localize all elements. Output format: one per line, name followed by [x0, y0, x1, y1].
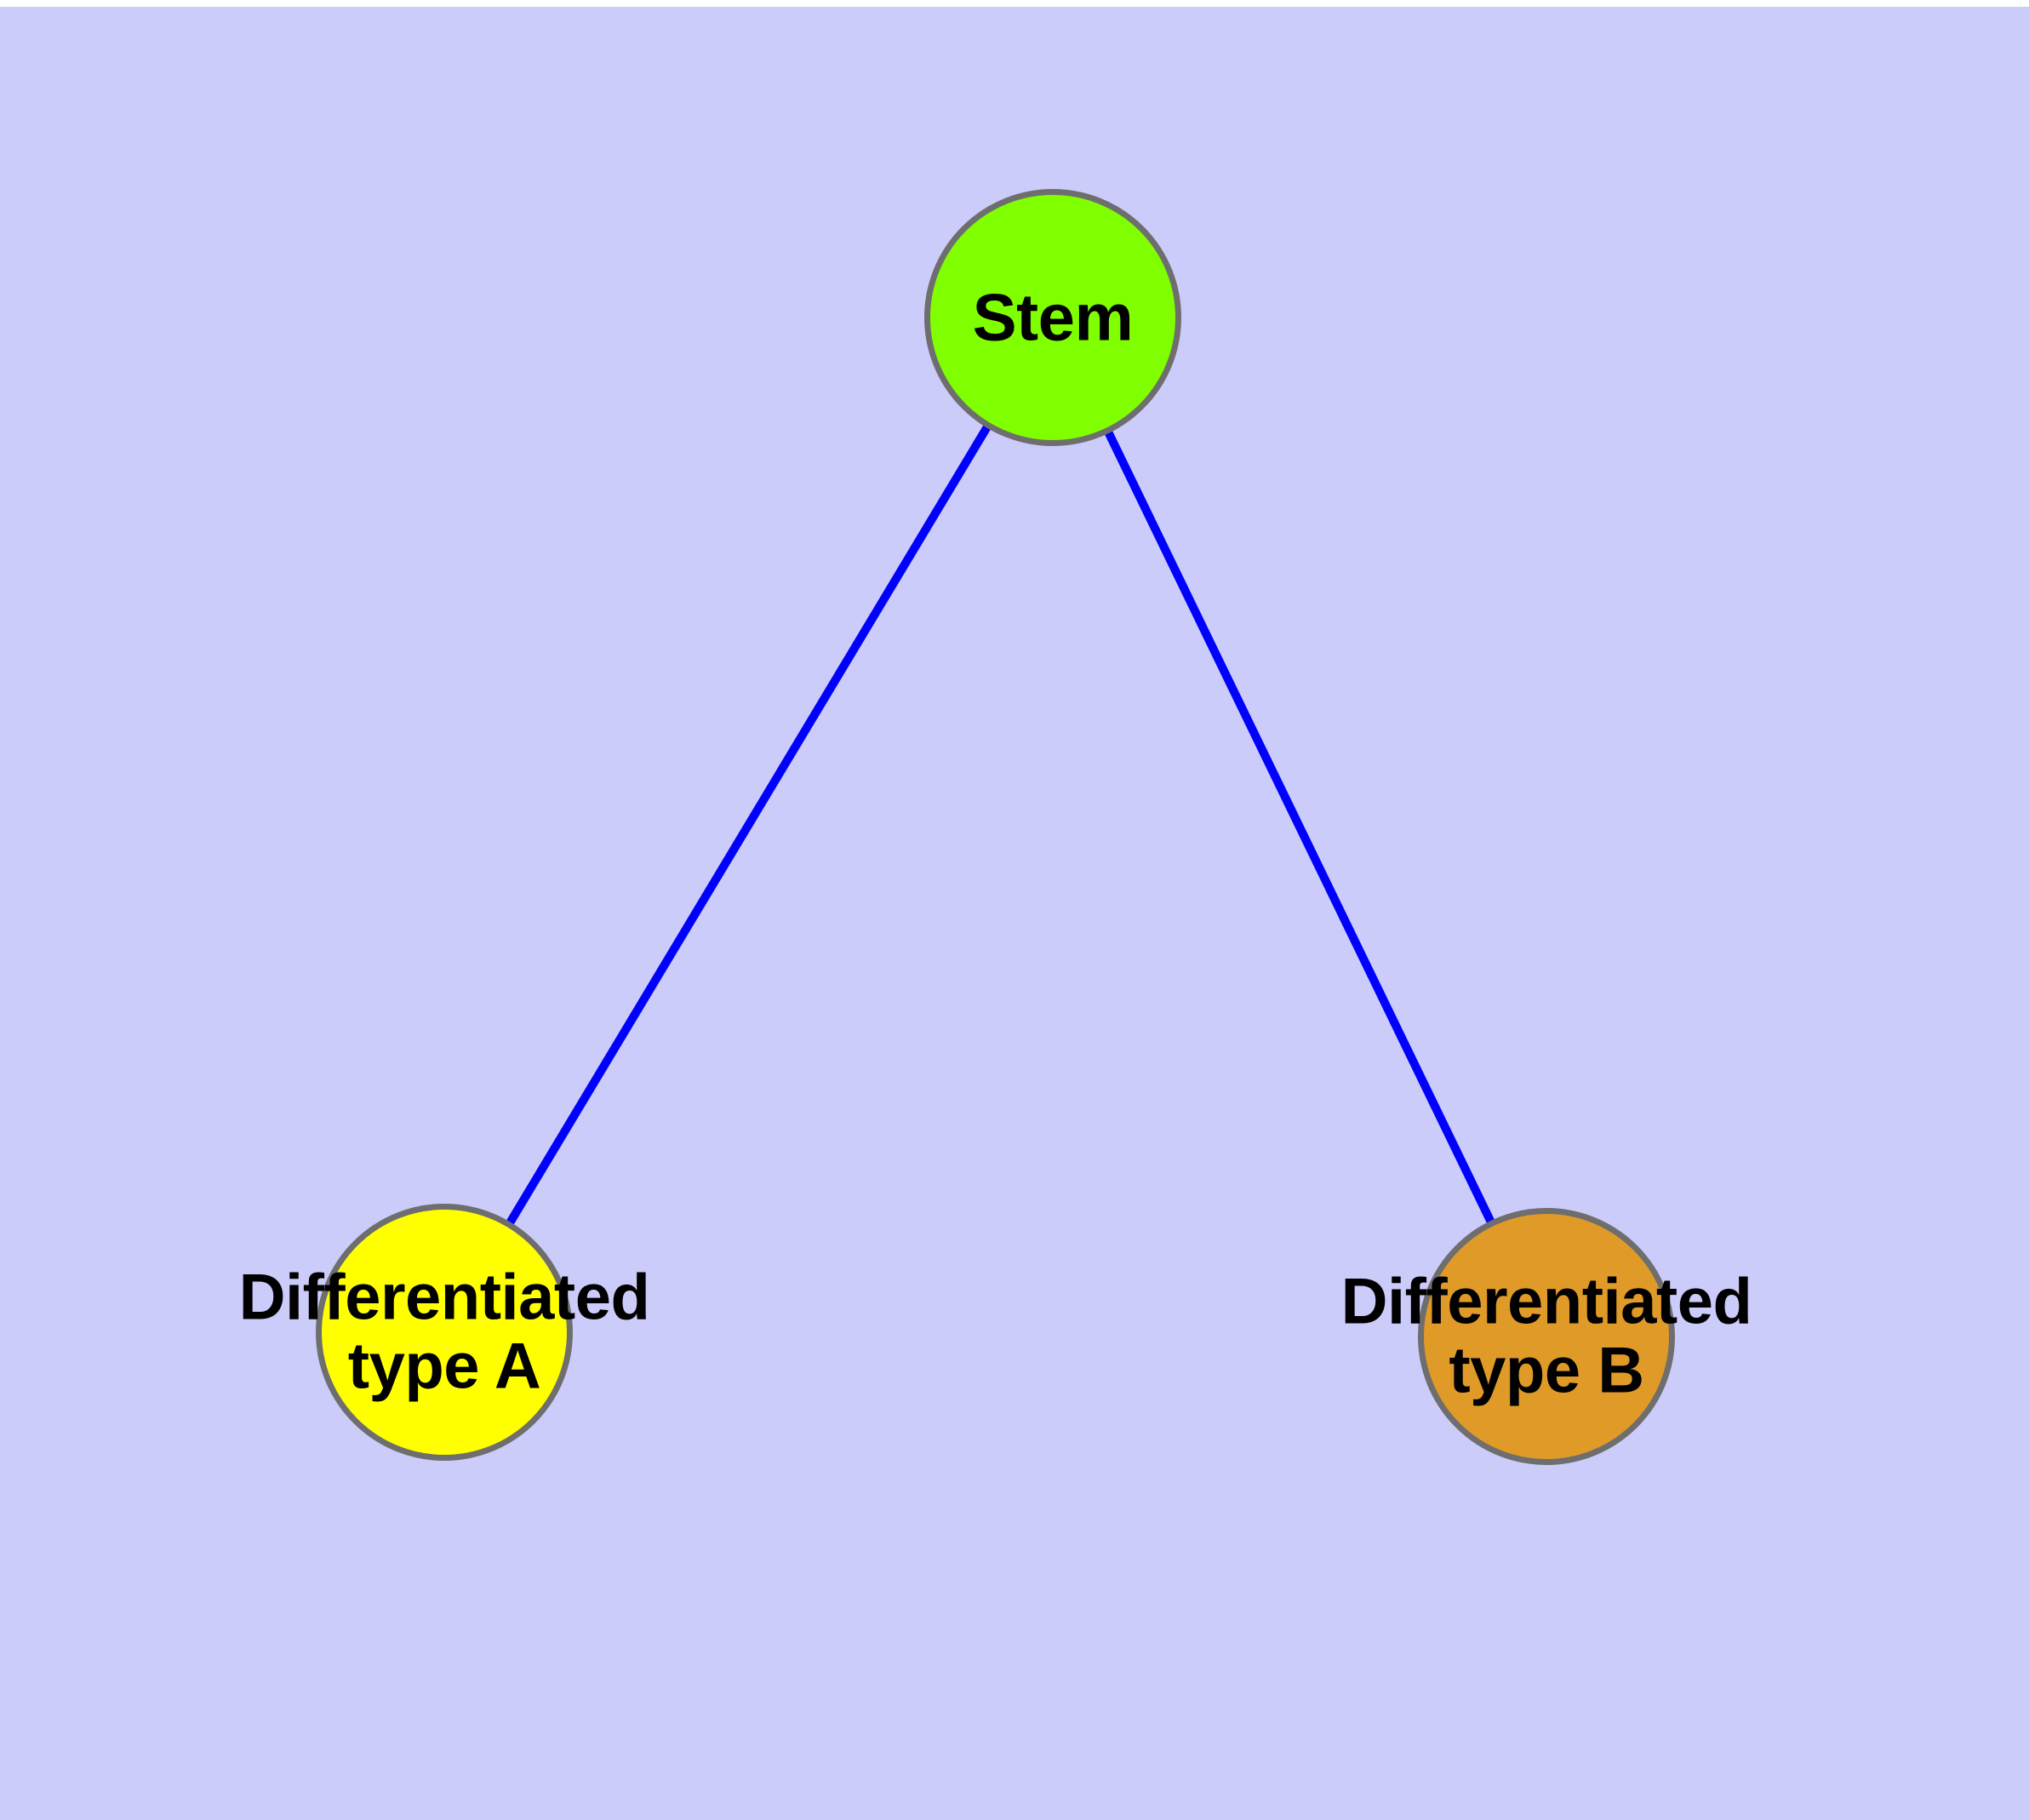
node-stem[interactable]: [924, 189, 1181, 446]
edge-stem-to-diff-b[interactable]: [1102, 426, 1497, 1228]
node-differentiated-type-b[interactable]: [1418, 1208, 1675, 1465]
edge-stem-to-diff-a[interactable]: [504, 421, 993, 1229]
node-differentiated-type-a[interactable]: [316, 1204, 573, 1461]
edge-layer: [504, 421, 1497, 1229]
node-layer: [316, 189, 1675, 1465]
